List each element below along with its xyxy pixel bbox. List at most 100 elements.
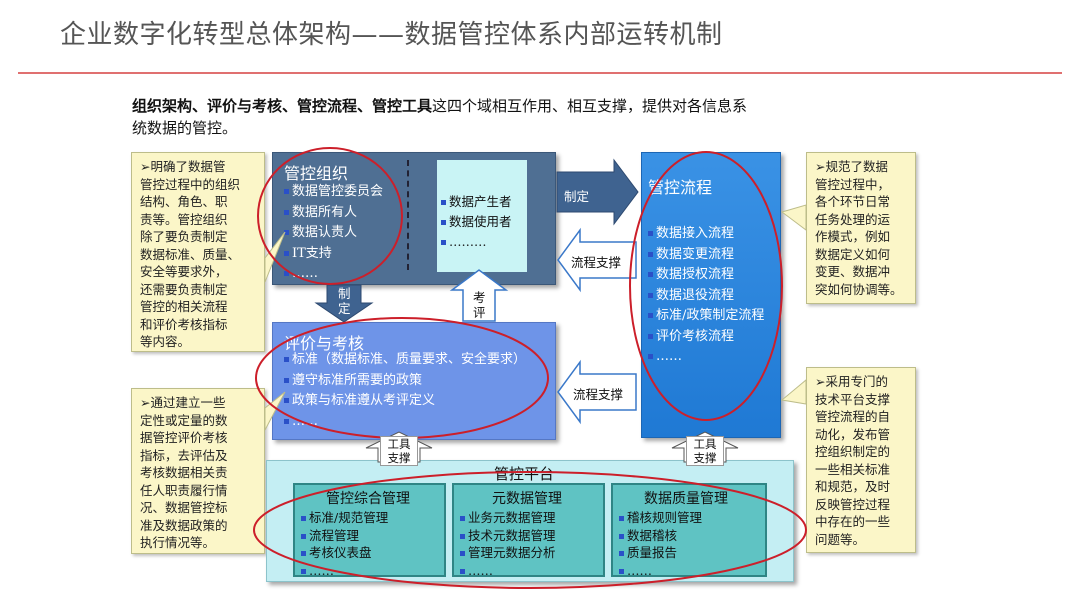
note-line: 和规范，及时 [815, 479, 891, 494]
list-item: 数据产生者 [441, 192, 512, 212]
note-org: ➢明确了数据管 管控过程中的组织 结构、角色、职 责等。管控组织 除了要负责制定… [131, 152, 265, 352]
eval-up-char: 评 [473, 305, 486, 320]
note-line: 任人职责履行情 [140, 482, 228, 498]
note-line: 管控过程中的组织 [140, 176, 241, 192]
title-divider [18, 72, 1062, 74]
intro-line1: 这四个域相互作用、相互支撑，提供对各信息系 [432, 97, 748, 115]
sub-items-integrated: 标准/规范管理 流程管理 考核仪表盘 …… [301, 509, 388, 579]
note-line: 一些相关标准 [815, 461, 891, 477]
note-line: 结构、角色、职 [140, 194, 228, 209]
list-item: 数据使用者 [441, 212, 512, 232]
note-connector-eval [264, 391, 286, 431]
list-item: 标准/规范管理 [301, 509, 388, 527]
note-line: 变更、数据冲 [815, 264, 891, 279]
tool-right-label: 工具 支撑 [686, 436, 724, 466]
tool-left-label: 工具 支撑 [380, 436, 418, 466]
note-eval: ➢通过建立一些 定性或定量的数 据管控评价考核 指标，去评估及 考核数据相关责 … [131, 388, 265, 554]
note-line: 技术平台支撑 [815, 391, 891, 407]
sub-title-metadata: 元数据管理 [492, 491, 562, 507]
list-item: …… [619, 562, 702, 580]
note-line: 作模式，例如 [815, 229, 891, 244]
eval-title: 评价与考核 [284, 334, 365, 353]
list-item: 管理元数据分析 [460, 544, 556, 562]
note-line: 准及数据政策的 [140, 517, 228, 533]
note-line: 考核数据相关责 [140, 465, 228, 480]
list-item: 标准（数据标准、质量要求、安全要求） [284, 350, 526, 371]
list-item: 数据变更流程 [648, 245, 764, 266]
list-item: ……… [441, 232, 512, 252]
tool-right-line: 支撑 [693, 451, 717, 465]
tool-left-line: 支撑 [387, 451, 411, 465]
note-connector-proc [780, 204, 807, 231]
make-down-arrow [314, 284, 374, 323]
list-item: 质量报告 [619, 544, 702, 562]
intro-text: 组织架构、评价与考核、管控流程、管控工具这四个域相互作用、相互支撑，提供对各信息… [132, 95, 922, 139]
make-right-label: 制定 [564, 189, 590, 204]
list-item: 遵守标准所需要的政策 [284, 371, 526, 392]
note-line: 反映管控过程 [815, 496, 891, 512]
note-line: 执行情况等。 [140, 535, 216, 550]
support-top-label: 流程支撑 [571, 255, 622, 270]
note-line: 动化，发布管 [815, 426, 891, 442]
note-line: 等内容。 [140, 334, 191, 349]
sub-items-quality: 稽核规则管理 数据稽核 质量报告 …… [619, 509, 702, 579]
support-top-arrow [557, 227, 637, 293]
note-line: 突如何协调等。 [815, 281, 903, 297]
proc-title: 管控流程 [648, 178, 713, 197]
highlight-ellipse-proc [629, 151, 783, 421]
note-line: 责等。管控组织 [140, 211, 228, 227]
highlight-ellipse-org [257, 147, 403, 285]
make-down-label: 制 定 [338, 286, 351, 316]
note-line: 和评价考核指标 [140, 316, 228, 332]
list-item: 数据稽核 [619, 527, 702, 545]
list-item: 数据授权流程 [648, 265, 764, 286]
list-item: 流程管理 [301, 527, 388, 545]
list-item: 技术元数据管理 [460, 527, 556, 545]
list-item: 业务元数据管理 [460, 509, 556, 527]
note-line: 定性或定量的数 [140, 412, 228, 428]
list-item: …… [648, 347, 764, 368]
list-item: 数据接入流程 [648, 224, 764, 245]
note-line: 管控的相关流程 [140, 299, 228, 314]
highlight-ellipse-platform [253, 471, 807, 589]
list-item: 数据退役流程 [648, 286, 764, 307]
tool-right-line: 工具 [693, 437, 717, 451]
intro-bold: 组织架构、评价与考核、管控流程、管控工具 [132, 97, 433, 115]
list-item: 数据管控委员会 [284, 182, 383, 203]
org-title: 管控组织 [284, 164, 349, 183]
org-inner-items: 数据产生者 数据使用者 ……… [441, 192, 512, 252]
note-line: 数据定义如何 [815, 246, 891, 262]
list-item: 评价考核流程 [648, 327, 764, 348]
make-down-char: 制 [338, 286, 351, 301]
list-item: 标准/政策制定流程 [648, 306, 764, 327]
sub-title-quality: 数据质量管理 [644, 491, 728, 507]
intro-line2: 统数据的管控。 [132, 119, 238, 137]
note-line: 况、数据管控标 [140, 500, 228, 515]
make-down-char: 定 [338, 301, 351, 316]
note-connector-tool [780, 378, 807, 405]
sub-items-metadata: 业务元数据管理 技术元数据管理 管理元数据分析 …… [460, 509, 556, 579]
note-line: 中存在的一些 [815, 514, 891, 529]
note-line: ➢通过建立一些 [140, 395, 226, 410]
org-items: 数据管控委员会 数据所有人 数据认责人 IT支持 …… [284, 182, 383, 285]
list-item: 数据所有人 [284, 203, 383, 224]
list-item: 考核仪表盘 [301, 544, 388, 562]
tool-left-line: 工具 [387, 437, 411, 451]
support-mid-arrow [557, 359, 637, 425]
note-line: ➢采用专门的 [815, 374, 888, 389]
proc-items: 数据接入流程 数据变更流程 数据授权流程 数据退役流程 标准/政策制定流程 评价… [648, 224, 764, 368]
note-tool: ➢采用专门的 技术平台支撑 管控流程的自 动化，发布管 控组织制定的 一些相关标… [806, 367, 916, 553]
note-line: 据管控评价考核 [140, 430, 228, 445]
support-mid-label: 流程支撑 [573, 387, 624, 402]
note-line: 各个环节日常 [815, 194, 891, 209]
note-proc: ➢规范了数据 管控过程中， 各个环节日常 任务处理的运 作模式，例如 数据定义如… [806, 152, 916, 304]
page-title: 企业数字化转型总体架构——数据管控体系内部运转机制 [60, 20, 723, 50]
note-line: 数据标准、质量、 [140, 246, 241, 262]
platform-title: 管控平台 [494, 465, 555, 483]
make-right-arrow [556, 158, 639, 226]
eval-up-arrow [449, 269, 509, 322]
org-divider [407, 160, 409, 270]
sub-title-integrated: 管控综合管理 [326, 491, 410, 507]
list-item: 数据认责人 [284, 223, 383, 244]
